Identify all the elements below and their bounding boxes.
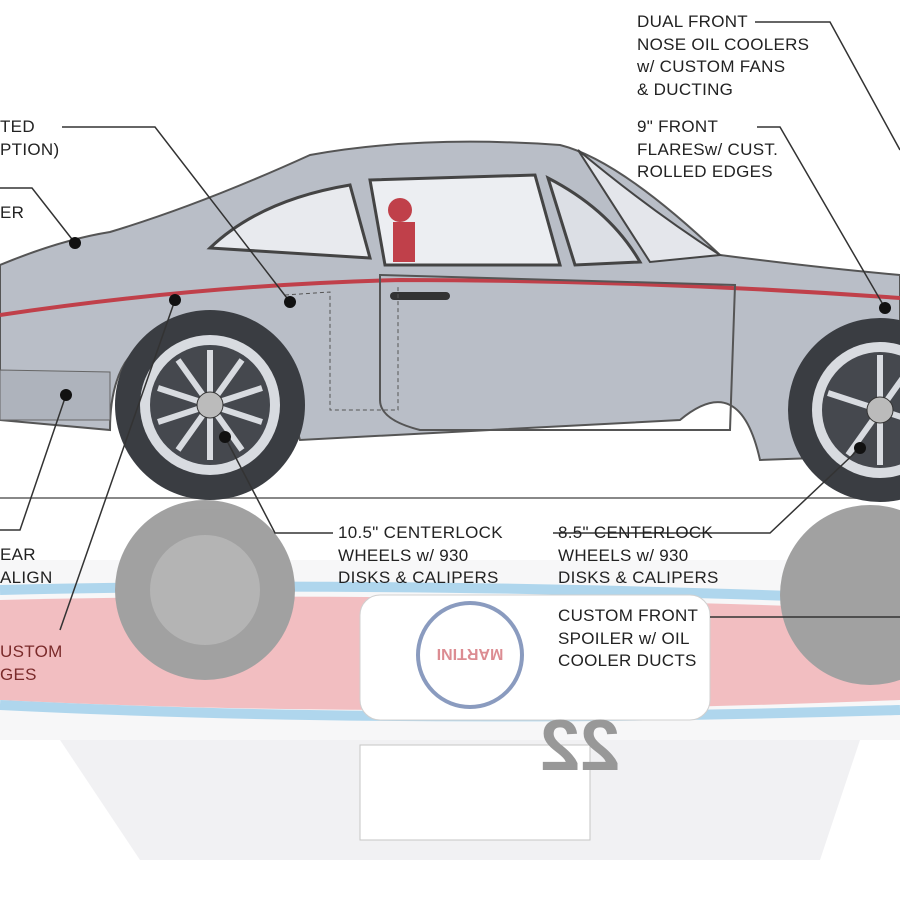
callout-line: ER — [0, 203, 25, 222]
callout-line: WHEELS w/ 930 — [558, 545, 689, 565]
callout-line: EAR — [0, 545, 36, 564]
callout-front-flares: 9" FRONT FLARESw/ CUST. ROLLED EDGES — [637, 116, 778, 184]
callout-dual-front-oil-coolers: DUAL FRONT NOSE OIL COOLERS w/ CUSTOM FA… — [637, 11, 809, 101]
callout-left-top: TED PTION) — [0, 116, 59, 161]
callout-line: 9" FRONT — [637, 117, 719, 136]
callout-line: WHEELS w/ 930 — [338, 545, 469, 565]
front-wheel — [788, 318, 900, 502]
reflection-race-number: 22 — [540, 706, 620, 786]
callout-line: & DUCTING — [637, 79, 734, 99]
callout-line: GES — [0, 664, 37, 684]
callout-line: 8.5" CENTERLOCK — [558, 523, 714, 542]
callout-line: CUSTOM FRONT — [558, 606, 699, 625]
reflection-logo: MARTINI — [437, 645, 504, 662]
callout-line: COOLER DUCTS — [558, 651, 697, 670]
callout-line: FLARESw/ CUST. — [637, 139, 779, 159]
callout-front-spoiler: CUSTOM FRONT SPOILER w/ OIL COOLER DUCTS — [558, 605, 698, 673]
callout-line: w/ CUSTOM FANS — [637, 57, 786, 76]
callout-line: NOSE OIL COOLERS — [637, 34, 810, 54]
callout-line: DISKS & CALIPERS — [338, 568, 499, 587]
callout-line: ALIGN — [0, 567, 53, 587]
callout-left-mid: ER — [0, 202, 24, 225]
callout-rear-wheels: 10.5" CENTERLOCK WHEELS w/ 930 DISKS & C… — [338, 522, 503, 590]
callout-line: TED — [0, 117, 35, 136]
callout-left-rear: EAR ALIGN — [0, 544, 53, 589]
callout-line: DISKS & CALIPERS — [558, 568, 719, 587]
callout-line: PTION) — [0, 139, 60, 159]
callout-line: SPOILER w/ OIL — [558, 628, 690, 648]
callout-line: USTOM — [0, 642, 63, 661]
car-reflection: MARTINI 22 — [0, 500, 900, 860]
callout-line: ROLLED EDGES — [637, 162, 773, 181]
leader-dots — [60, 237, 891, 454]
callout-left-custom: USTOM GES — [0, 641, 63, 686]
callout-line: DUAL FRONT — [637, 12, 748, 31]
leader-lines — [0, 21, 900, 631]
callout-line: 10.5" CENTERLOCK — [338, 523, 503, 542]
callout-front-wheels: 8.5" CENTERLOCK WHEELS w/ 930 DISKS & CA… — [558, 522, 719, 590]
rear-wheel — [115, 310, 305, 500]
